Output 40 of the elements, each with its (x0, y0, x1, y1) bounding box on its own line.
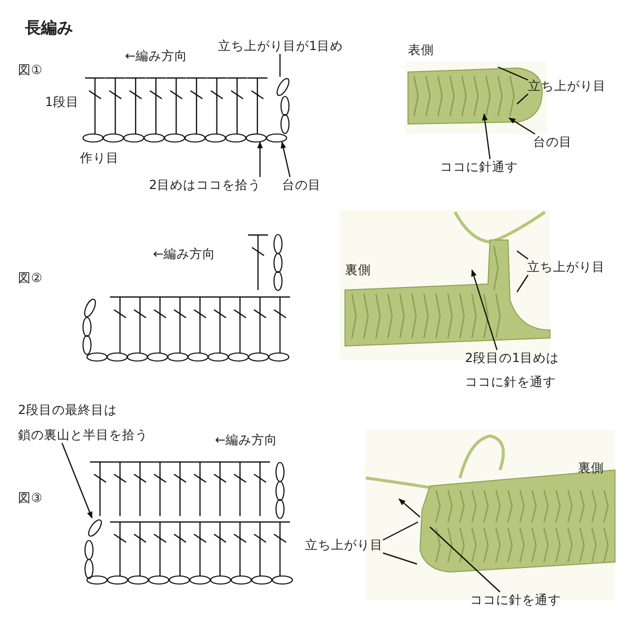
leader-line (430, 526, 500, 592)
side-label: 表側 (408, 42, 434, 58)
figure-label: 図③ (18, 490, 42, 506)
figure-label: 図② (18, 270, 42, 286)
arrow (61, 442, 93, 519)
direction-label: ←編み方向 (153, 246, 216, 262)
leader-line (516, 274, 528, 292)
callout-text: 2目めはココを拾う (149, 177, 261, 193)
figure-label: 図① (18, 62, 42, 78)
callout-text: 2段目の1目めは (465, 350, 559, 366)
callout-text: 立ち上がり目 (305, 537, 383, 553)
callout-text: ココに針を通す (465, 374, 557, 390)
callout-text: 立ち上がり目 (528, 78, 606, 94)
direction-label: ←編み方向 (215, 432, 278, 448)
arrow (508, 117, 536, 135)
arrow (257, 141, 263, 177)
leader-line (516, 94, 528, 104)
callout-text: ココに針を通す (470, 592, 561, 608)
leader-line (382, 521, 418, 541)
arrow (482, 113, 491, 160)
side-label: 裏側 (345, 262, 371, 278)
leader-line (498, 66, 528, 81)
callout-text: 立ち上がり目が1目め (218, 38, 343, 54)
row-label: 作り目 (80, 150, 119, 166)
callout-text: 2段目の最終目は (18, 402, 118, 418)
direction-label: ←編み方向 (125, 48, 188, 64)
arrow (471, 269, 498, 350)
callout-text: 立ち上がり目 (527, 259, 605, 275)
callout-text: 台の目 (282, 177, 321, 193)
callout-text: ココに針通す (440, 159, 518, 175)
leader-line (382, 552, 418, 565)
callout-text: 鎖の裏山と半目を拾う (18, 427, 148, 443)
leader-line (279, 54, 281, 77)
arrow (280, 141, 291, 178)
stitch-chart-drawing (82, 77, 290, 143)
row-label: 1段目 (45, 94, 79, 110)
side-label: 裏側 (578, 460, 604, 476)
leader-line (516, 250, 528, 260)
callout-text: 台の目 (533, 134, 572, 150)
title: 長編み (25, 20, 73, 36)
